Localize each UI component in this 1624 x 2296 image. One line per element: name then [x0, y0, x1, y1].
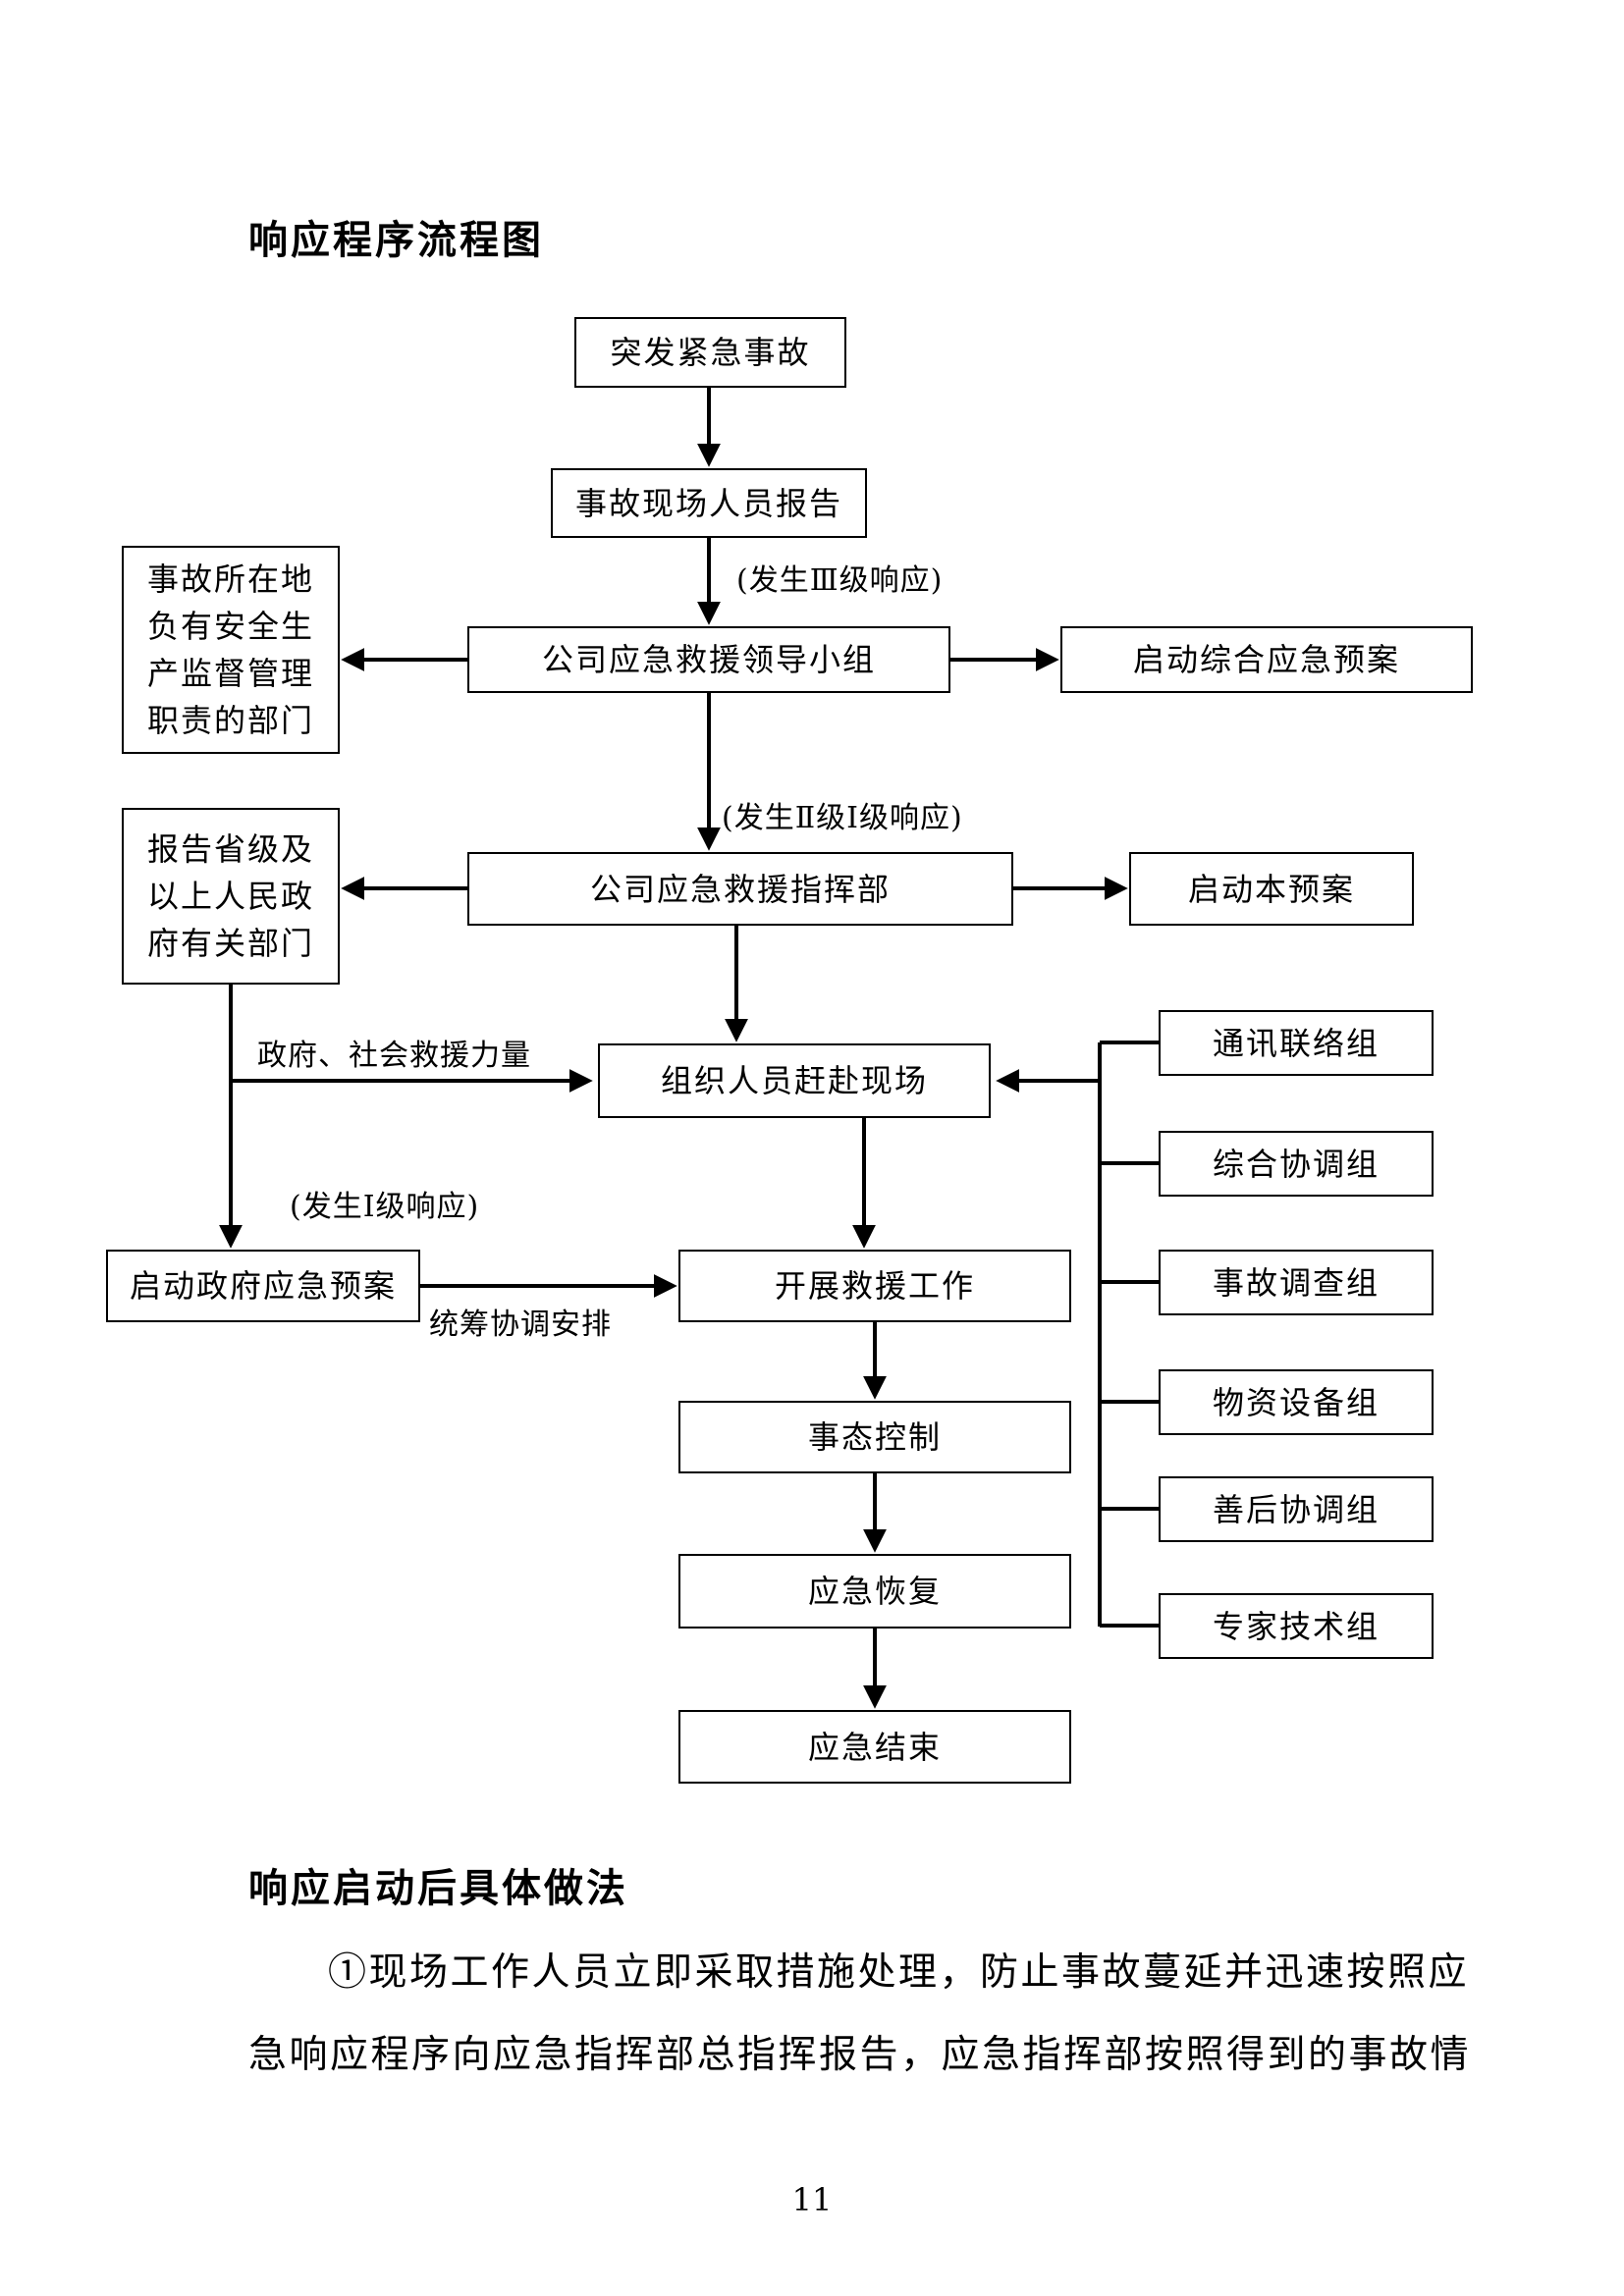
flow-box-organize: 组织人员赶赴现场 [598, 1043, 991, 1118]
flow-box-emergency: 突发紧急事故 [574, 317, 846, 388]
flow-box-recovery: 应急恢复 [678, 1554, 1071, 1629]
flow-box-group-materials: 物资设备组 [1159, 1369, 1434, 1435]
flow-box-provincial-report: 报告省级及 以上人民政 府有关部门 [122, 808, 340, 985]
flow-box-group-experts: 专家技术组 [1159, 1593, 1434, 1659]
edge-label-level3: (发生Ⅲ级响应) [736, 563, 944, 598]
flow-box-comprehensive-plan: 启动综合应急预案 [1060, 626, 1473, 693]
paragraph-line: 急响应程序向应急指挥部总指挥报告，应急指挥部按照得到的事故情 [248, 2033, 1472, 2077]
flowchart-title: 响应程序流程图 [248, 218, 544, 263]
flow-box-this-plan: 启动本预案 [1129, 852, 1414, 926]
flow-box-group-investigation: 事故调查组 [1159, 1250, 1434, 1315]
edge-label-level1: (发生Ⅰ级响应) [290, 1190, 480, 1224]
flow-box-rescue: 开展救援工作 [678, 1250, 1071, 1322]
page-number: 11 [791, 2181, 833, 2218]
flow-box-leading-group: 公司应急救援领导小组 [467, 626, 950, 693]
flow-box-group-coordination: 综合协调组 [1159, 1131, 1434, 1197]
flow-box-site-report: 事故现场人员报告 [551, 468, 867, 538]
paragraph-line: ①现场工作人员立即采取措施处理，防止事故蔓延并迅速按照应 [328, 1950, 1470, 1995]
edge-label-coordinate: 统筹协调安排 [429, 1308, 612, 1342]
edge-label-gov-social: 政府、社会救援力量 [257, 1039, 531, 1073]
flow-box-local-dept: 事故所在地 负有安全生 产监督管理 职责的部门 [122, 546, 340, 754]
edge-label-level2-1: (发生Ⅱ级Ⅰ级响应) [722, 801, 963, 835]
flow-box-group-communication: 通讯联络组 [1159, 1010, 1434, 1076]
flow-box-command: 公司应急救援指挥部 [467, 852, 1013, 926]
flow-box-end: 应急结束 [678, 1710, 1071, 1784]
flow-box-control: 事态控制 [678, 1401, 1071, 1473]
flow-box-group-aftermath: 善后协调组 [1159, 1476, 1434, 1542]
section-heading: 响应启动后具体做法 [248, 1866, 628, 1911]
flow-box-gov-plan: 启动政府应急预案 [106, 1250, 420, 1322]
